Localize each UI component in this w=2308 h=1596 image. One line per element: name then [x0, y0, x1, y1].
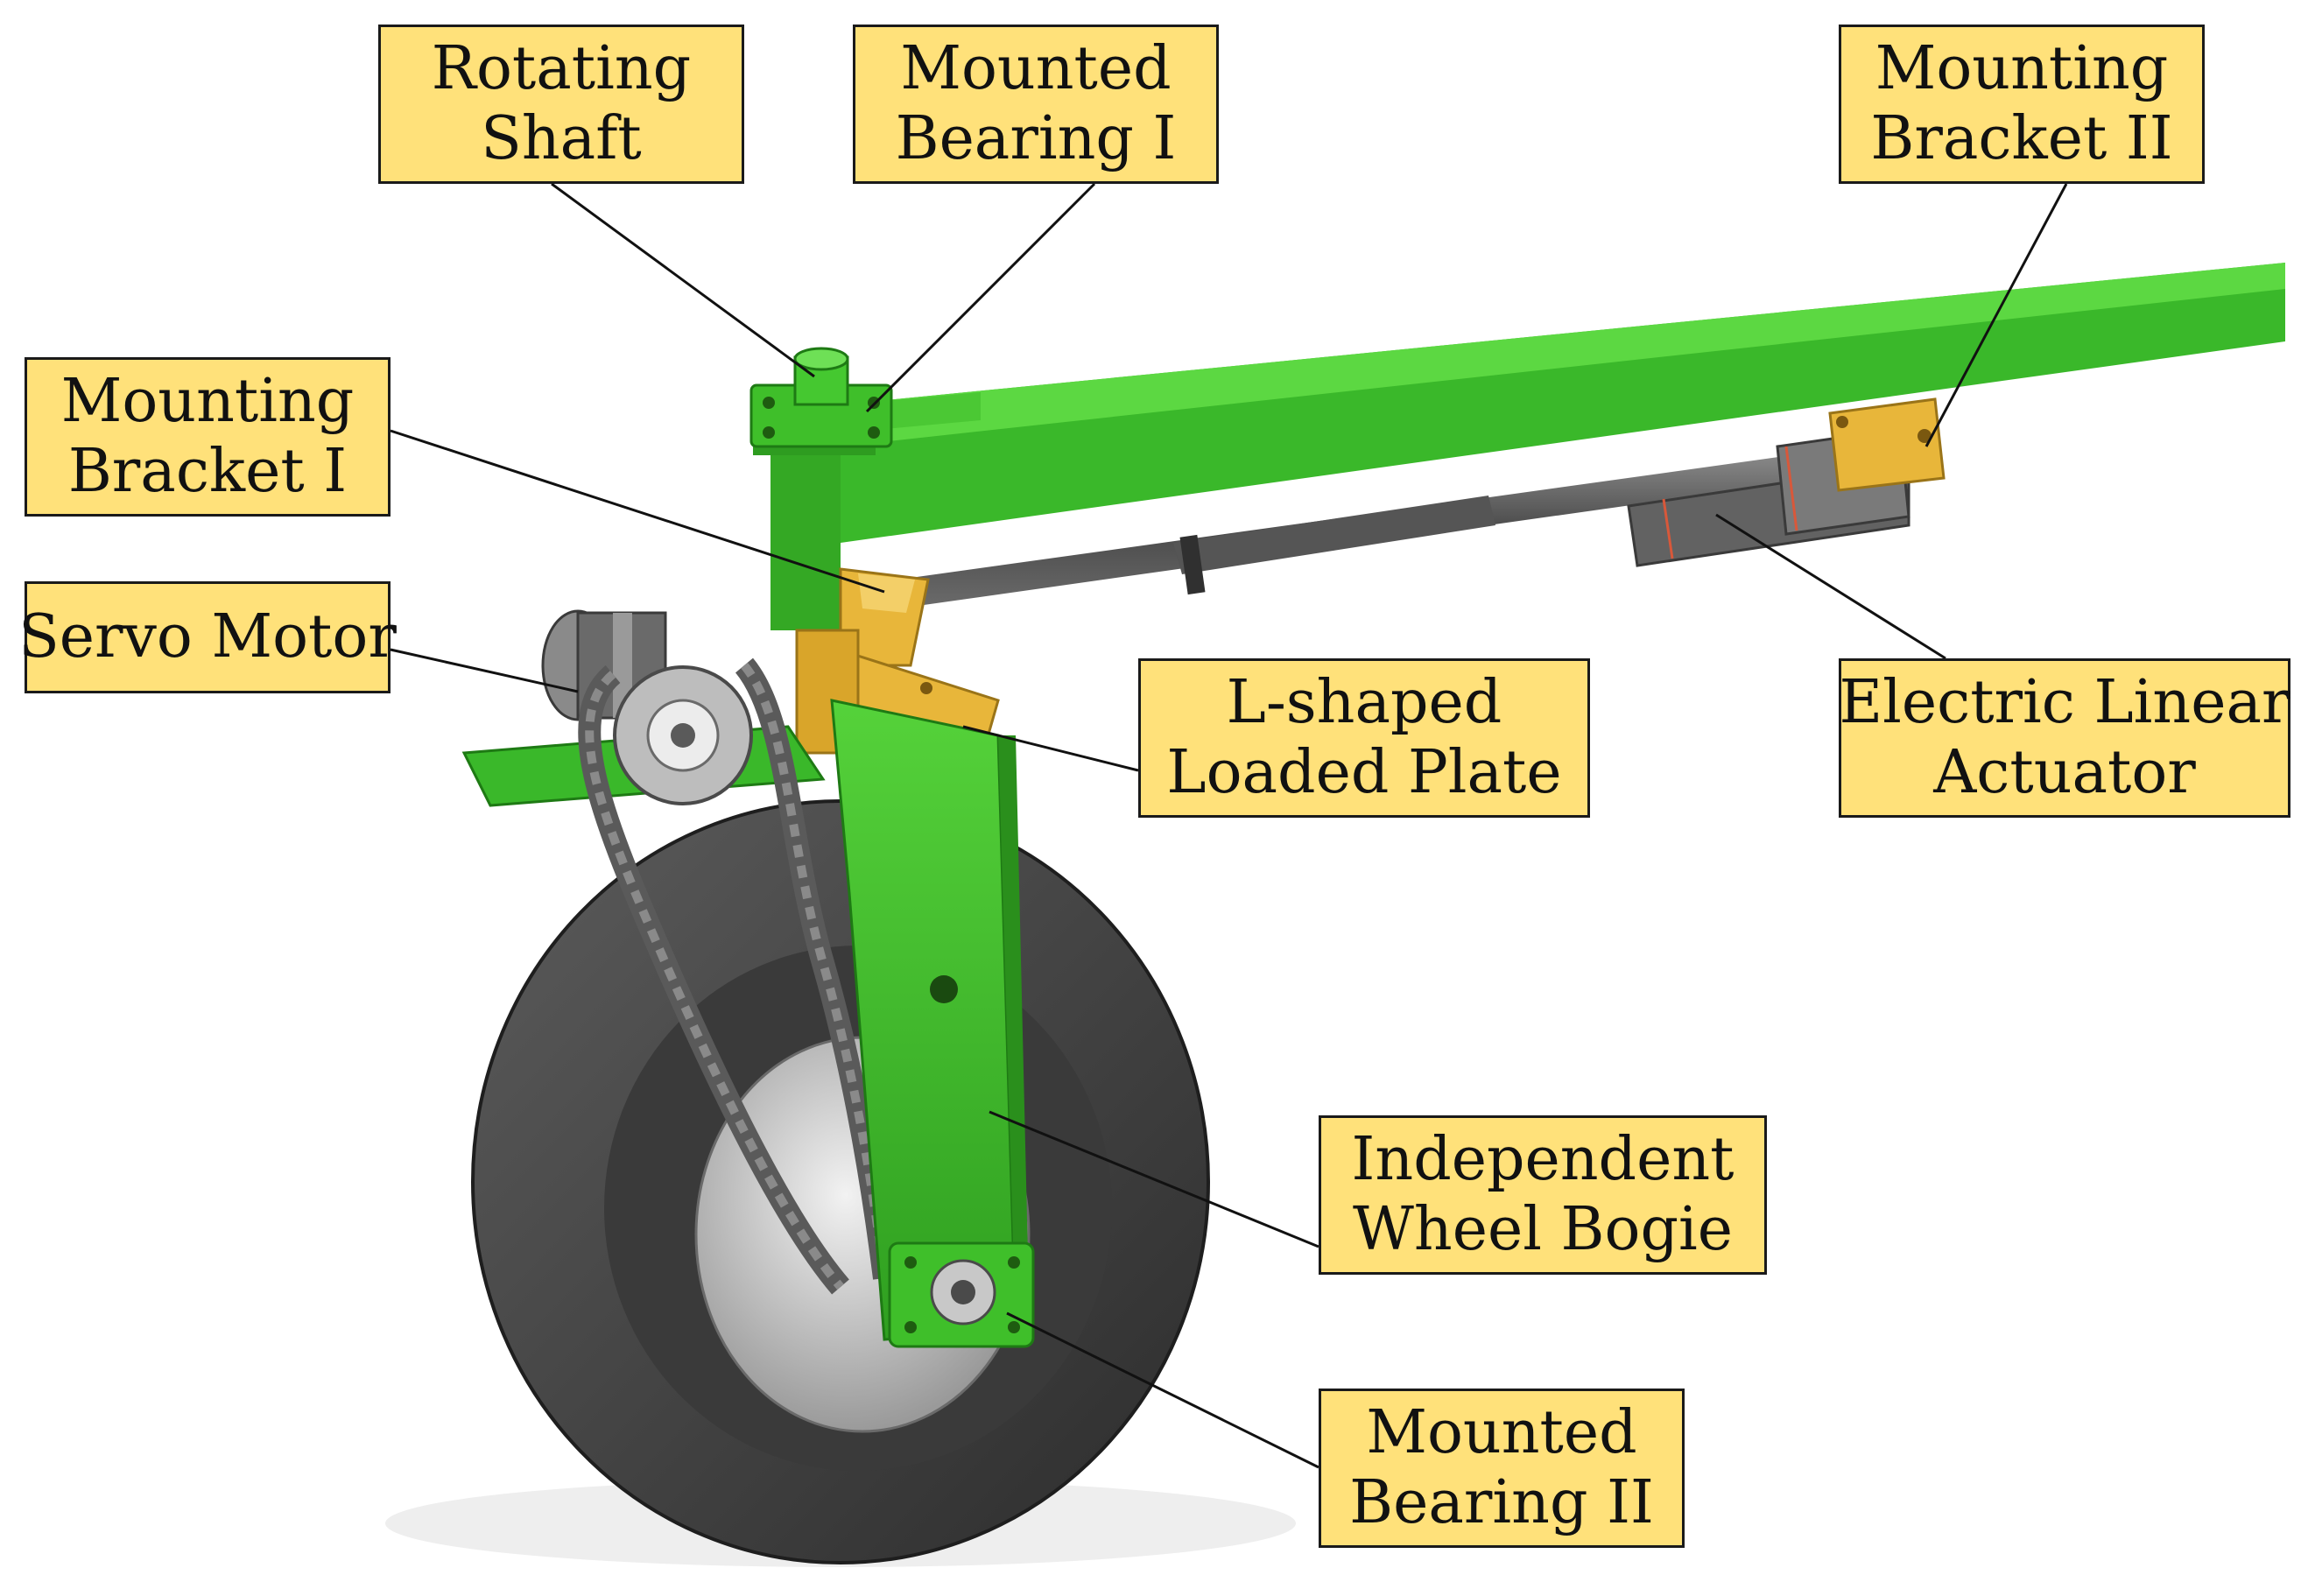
label-electric-actuator-line-2: Actuator — [1933, 738, 2196, 807]
label-l-shaped-plate-line-2: Loaded Plate — [1166, 738, 1562, 807]
leader-mounting-bracket-1 — [390, 429, 885, 594]
label-l-shaped-loaded-plate: L-shaped Loaded Plate — [1138, 658, 1590, 818]
label-electric-linear-actuator: Electric Linear Actuator — [1839, 658, 2290, 818]
label-mounting-bracket-1-line-1: Mounting — [60, 367, 355, 436]
label-mounting-bracket-1: Mounting Bracket I — [25, 357, 391, 517]
label-mounting-bracket-2-line-2: Bracket II — [1870, 104, 2173, 173]
label-mounted-bearing-1-line-2: Bearing I — [895, 104, 1177, 173]
mounting-bracket-2 — [1828, 397, 1946, 492]
leader-lines — [390, 182, 2068, 1469]
label-mounted-bearing-1-line-1: Mounted — [900, 34, 1172, 103]
leader-electric-actuator — [1715, 513, 1946, 660]
label-rotating-shaft-line-2: Shaft — [481, 104, 642, 173]
label-electric-actuator-line-1: Electric Linear — [1839, 668, 2290, 737]
rotating-shaft — [793, 347, 849, 406]
leader-independent-bogie — [989, 1110, 1319, 1248]
label-independent-bogie-line-2: Wheel Bogie — [1353, 1195, 1733, 1264]
label-rotating-shaft: Rotating Shaft — [378, 25, 744, 184]
leader-l-shaped-plate — [962, 725, 1139, 772]
label-servo-motor-line-1: Servo Motor — [18, 602, 397, 671]
label-mounted-bearing-2-line-1: Mounted — [1366, 1398, 1637, 1467]
leader-mounted-bearing-1 — [865, 182, 1096, 413]
label-mounted-bearing-2: Mounted Bearing II — [1319, 1389, 1685, 1548]
label-independent-wheel-bogie: Independent Wheel Bogie — [1319, 1115, 1767, 1275]
label-mounting-bracket-2: Mounting Bracket II — [1839, 25, 2205, 184]
leader-rotating-shaft — [551, 182, 815, 378]
label-rotating-shaft-line-1: Rotating — [431, 34, 692, 103]
bogie-hole — [930, 975, 958, 1003]
drive-sprocket — [613, 665, 753, 805]
mounting-bracket-1 — [839, 567, 930, 667]
label-independent-bogie-line-1: Independent — [1351, 1125, 1735, 1194]
label-mounted-bearing-1: Mounted Bearing I — [853, 25, 1219, 184]
label-l-shaped-plate-line-1: L-shaped — [1226, 668, 1502, 737]
leader-mounting-bracket-2 — [1925, 183, 2068, 447]
label-mounting-bracket-2-line-1: Mounting — [1875, 34, 2169, 103]
leader-mounted-bearing-2 — [1006, 1311, 1319, 1469]
leader-servo-motor — [390, 648, 579, 693]
label-mounting-bracket-1-line-2: Bracket I — [67, 437, 348, 506]
label-mounted-bearing-2-line-2: Bearing II — [1349, 1468, 1654, 1537]
label-servo-motor: Servo Motor — [18, 581, 397, 693]
mounted-bearing-2 — [888, 1241, 1035, 1348]
